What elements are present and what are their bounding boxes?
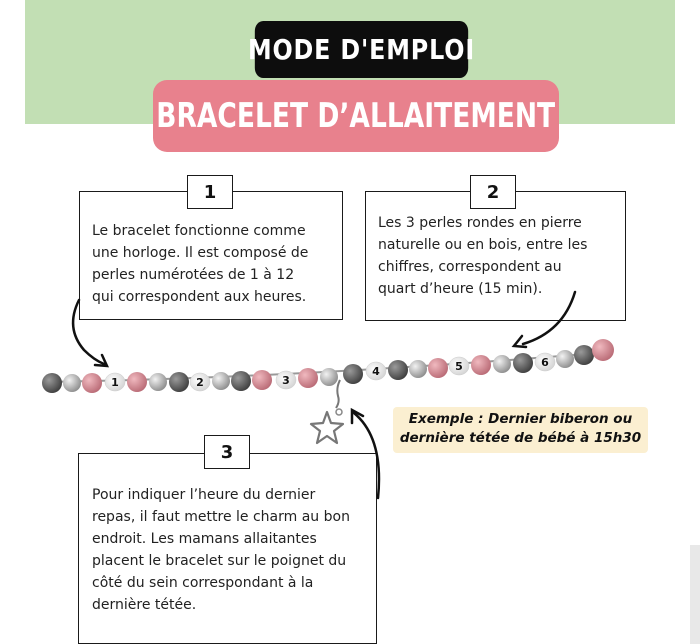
edge-strip bbox=[690, 545, 700, 644]
page-subtitle: BRACELET D’ALLAITEMENT bbox=[153, 80, 559, 152]
bead-label-5: 5 bbox=[455, 360, 463, 373]
bead bbox=[388, 360, 408, 380]
example-note: Exemple : Dernier biberon ou dernière té… bbox=[393, 407, 648, 453]
bead bbox=[513, 353, 533, 373]
step-1-text: Le bracelet fonctionne comme une horloge… bbox=[92, 223, 309, 305]
number-bead-3 bbox=[275, 370, 297, 390]
bead-label-1: 1 bbox=[111, 376, 119, 389]
bead bbox=[493, 355, 511, 373]
bead bbox=[409, 360, 427, 378]
bead bbox=[471, 355, 491, 375]
number-bead-5 bbox=[448, 356, 470, 376]
bead-label-2: 2 bbox=[196, 376, 204, 389]
bead-label-6: 6 bbox=[541, 356, 549, 369]
bead bbox=[252, 370, 272, 390]
step-2-text: Les 3 perles rondes en pierre naturelle … bbox=[378, 215, 588, 297]
number-bead-4 bbox=[365, 361, 387, 381]
step-3-text: Pour indiquer l’heure du dernier repas, … bbox=[92, 487, 350, 613]
number-bead-1 bbox=[104, 372, 126, 392]
step-1-number: 1 bbox=[187, 175, 233, 209]
bead bbox=[343, 364, 363, 384]
step-2-box bbox=[365, 191, 626, 321]
bead bbox=[42, 373, 62, 393]
bead-row bbox=[42, 339, 614, 393]
star-icon bbox=[309, 410, 345, 445]
step-2-number: 2 bbox=[470, 175, 516, 209]
bead bbox=[149, 373, 167, 391]
number-bead-6 bbox=[534, 352, 556, 372]
bead bbox=[592, 339, 614, 361]
bead bbox=[231, 371, 251, 391]
number-bead-2 bbox=[189, 372, 211, 392]
bead-label-4: 4 bbox=[372, 365, 380, 378]
star-charm bbox=[309, 379, 345, 445]
step-3-number: 3 bbox=[204, 435, 250, 469]
bead bbox=[574, 345, 594, 365]
page-title: MODE D'EMPLOI bbox=[248, 21, 474, 78]
bead bbox=[298, 368, 318, 388]
bead bbox=[428, 358, 448, 378]
bead bbox=[82, 373, 102, 393]
bead-label-3: 3 bbox=[282, 374, 290, 387]
step-3-box bbox=[78, 453, 377, 644]
arrow-1 bbox=[71, 298, 110, 368]
bead bbox=[63, 374, 81, 392]
bead bbox=[556, 350, 574, 368]
arrow-3 bbox=[350, 407, 381, 500]
bead bbox=[320, 368, 338, 386]
arrow-2 bbox=[511, 290, 577, 349]
bead bbox=[212, 372, 230, 390]
bead bbox=[169, 372, 189, 392]
bead bbox=[127, 372, 147, 392]
